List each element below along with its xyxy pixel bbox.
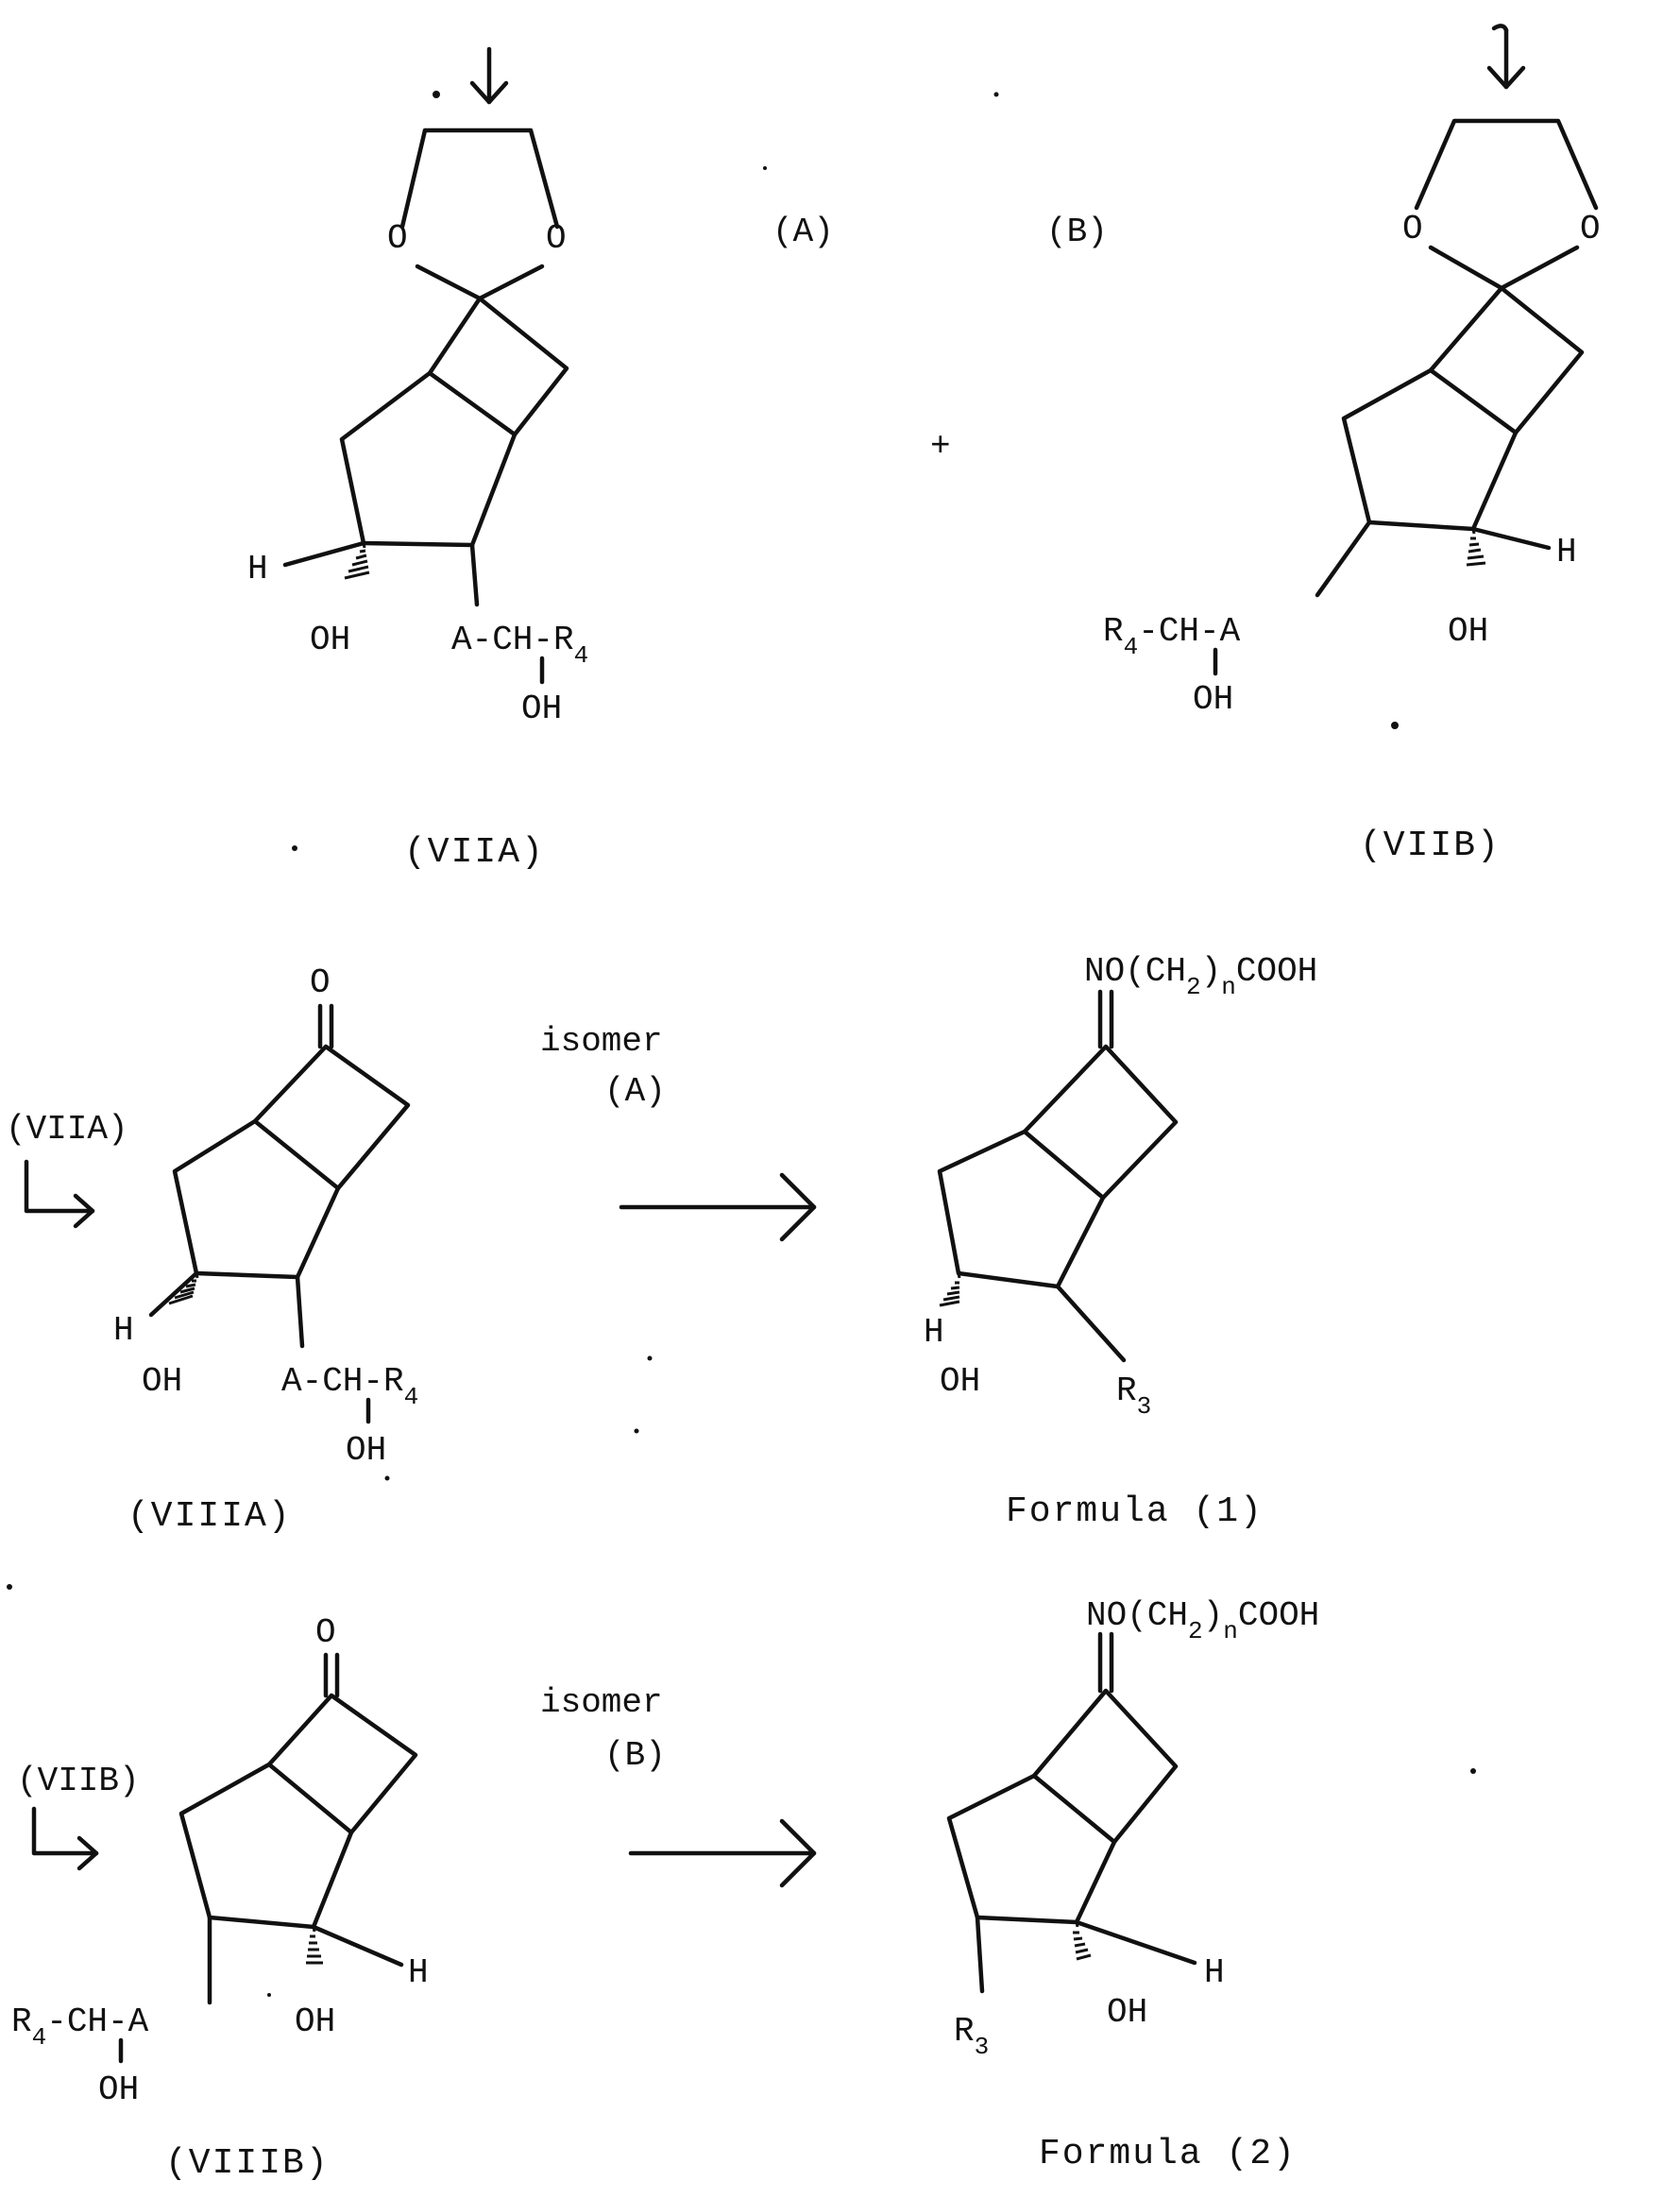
ring-oxygen-left: O: [1402, 210, 1423, 248]
oh-label: OH: [940, 1362, 980, 1401]
side-chain-bond: [297, 1277, 302, 1346]
arrow-label-a: (A): [604, 1072, 666, 1111]
h-label: H: [408, 1953, 429, 1992]
caption-viiia: (VIIIA): [127, 1496, 292, 1537]
reaction-arrow-icon: [621, 1175, 814, 1239]
h-label: H: [1556, 533, 1577, 571]
product-formula-1: NO(CH2)nCOOH H OH R3 Formula (1): [924, 952, 1317, 1532]
scan-speckles: [7, 91, 1476, 1997]
h-label: H: [1204, 1953, 1225, 1992]
oxime-label: NO(CH2)nCOOH: [1084, 952, 1317, 1001]
side-chain-label: R4-CH-A: [1103, 612, 1241, 661]
side-chain-bond: [472, 545, 477, 605]
hook-arrow-icon: [26, 1162, 93, 1226]
chain-oh-label: OH: [346, 1431, 386, 1470]
hashed-wedge-oh: [306, 1927, 323, 1963]
ketone-oxygen: O: [310, 963, 331, 1002]
r3-label: R3: [954, 2012, 989, 2061]
compound-viiib: O H OH R4-CH-A OH (VIIIB): [11, 1613, 429, 2184]
h-bond: [314, 1927, 401, 1965]
caption-formula-1: Formula (1): [1006, 1491, 1264, 1532]
side-chain-label: A-CH-R4: [451, 621, 588, 670]
ketone-oxygen: O: [315, 1613, 336, 1652]
oh-label: OH: [295, 2002, 335, 2041]
arrow-label-isomer: isomer: [540, 1683, 663, 1722]
h-bond: [285, 543, 364, 565]
h-bond: [1077, 1922, 1195, 1963]
ring-oxygen-left: O: [387, 219, 408, 258]
bicyclic-skeleton: [940, 1047, 1176, 1286]
arrow-down-icon: [472, 49, 506, 102]
chain-oh-label: OH: [521, 690, 562, 728]
bicyclic-skeleton: [175, 1047, 408, 1277]
hook-arrow-icon: [34, 1809, 96, 1868]
chain-oh-label: OH: [1193, 680, 1233, 719]
h-label: H: [113, 1311, 134, 1350]
h-label: H: [247, 550, 268, 588]
caption-viia: (VIIA): [404, 832, 545, 873]
from-label-viib: (VIIB): [17, 1762, 140, 1800]
oh-label: OH: [142, 1362, 182, 1401]
from-label-viia: (VIIA): [6, 1110, 128, 1149]
caption-viib: (VIIB): [1360, 826, 1501, 866]
bicyclic-skeleton: [181, 1695, 416, 1927]
reaction-arrow-icon: [631, 1821, 814, 1885]
product-formula-2: NO(CH2)nCOOH H OH R3 Formula (2): [949, 1596, 1319, 2174]
label-a: (A): [772, 213, 834, 251]
compound-viib: O O H OH R4-CH-A OH (VIIB): [1103, 26, 1601, 866]
oh-label: OH: [1448, 612, 1488, 651]
arrow-down-icon: [1489, 26, 1523, 87]
ring-oxygen-right: O: [546, 219, 567, 258]
dioxolane-ring: [402, 130, 557, 298]
oh-label: OH: [310, 621, 350, 659]
chain-oh-label: OH: [98, 2070, 139, 2109]
arrow-label-b: (B): [604, 1736, 666, 1775]
ring-oxygen-right: O: [1580, 210, 1601, 248]
side-chain-label: R4-CH-A: [11, 2002, 149, 2052]
compound-viia: O O H OH A-CH-R4 OH (VIIA): [247, 49, 588, 873]
caption-formula-2: Formula (2): [1039, 2134, 1297, 2174]
compound-viiia: O H OH A-CH-R4 OH (VIIIA): [113, 963, 418, 1537]
dioxolane-ring: [1417, 121, 1596, 288]
r3-label: R3: [1116, 1372, 1151, 1421]
r3-bond: [977, 1917, 982, 1991]
side-chain-bond: [1317, 522, 1369, 595]
oxime-label: NO(CH2)nCOOH: [1086, 1596, 1319, 1645]
hashed-wedge-oh: [1467, 529, 1485, 565]
bicyclic-skeleton: [342, 298, 567, 545]
bicyclic-skeleton: [949, 1691, 1176, 1922]
caption-viiib: (VIIIB): [165, 2143, 330, 2184]
bicyclic-skeleton: [1344, 288, 1582, 529]
plus-sign: +: [930, 427, 951, 466]
side-chain-label: A-CH-R4: [281, 1362, 418, 1411]
arrow-label-isomer: isomer: [540, 1022, 663, 1061]
h-bond: [1473, 529, 1549, 548]
h-label: H: [924, 1313, 944, 1352]
r3-bond: [1058, 1286, 1124, 1360]
oh-label: OH: [1107, 1993, 1147, 2032]
label-b: (B): [1046, 213, 1108, 251]
hashed-wedge-oh: [940, 1273, 959, 1305]
